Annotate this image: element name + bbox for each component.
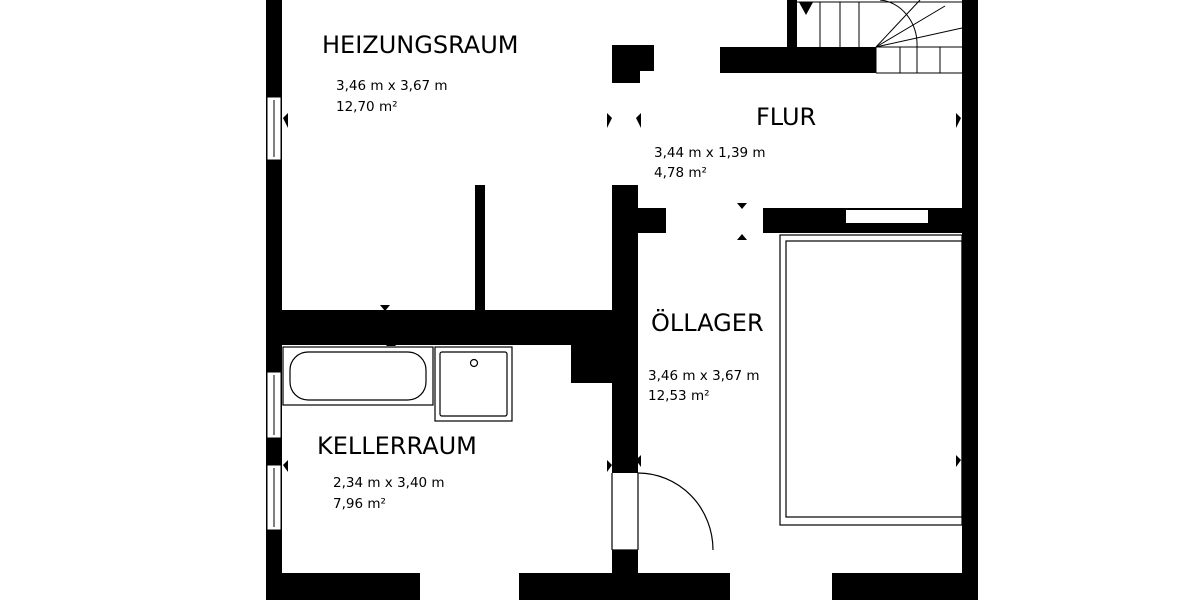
windows: [266, 96, 928, 600]
window-flur: [846, 210, 928, 223]
wall-right-outer: [962, 0, 978, 600]
wall-stair-vertical: [787, 0, 797, 48]
wall-stair-horizontal: [720, 47, 876, 73]
wall-partition-thin: [475, 185, 485, 311]
room-dimensions-oellager: 3,46 m x 3,67 m: [648, 368, 760, 384]
room-dimensions-kellerraum: 2,34 m x 3,40 m: [333, 475, 445, 491]
wall-bottom-1: [282, 573, 420, 600]
wall-flur-bump: [638, 208, 666, 233]
window-bottom: [730, 574, 832, 600]
wall-block: [571, 345, 612, 383]
room-name-heizungsraum: HEIZUNGSRAUM: [322, 31, 519, 59]
room-dimensions-flur: 3,44 m x 1,39 m: [654, 145, 766, 161]
wall-bottom-3: [832, 573, 962, 600]
room-name-oellager: ÖLLAGER: [651, 309, 764, 337]
wall-central-upper: [612, 185, 638, 473]
door-swing: [611, 472, 714, 551]
room-area-heizungsraum: 12,70 m²: [336, 99, 398, 115]
room-area-flur: 4,78 m²: [654, 165, 707, 181]
oil-tank: [779, 234, 963, 526]
room-area-kellerraum: 7,96 m²: [333, 496, 386, 512]
chimney-side: [640, 45, 654, 71]
bathtub: [282, 346, 434, 406]
shower: [434, 346, 513, 422]
wall-bottom-2: [519, 573, 730, 600]
wall-horizontal-middle: [282, 310, 612, 345]
room-name-flur: FLUR: [756, 103, 817, 131]
dimension-markers: [283, 113, 961, 472]
room-dimensions-heizungsraum: 3,46 m x 3,67 m: [336, 78, 448, 94]
room-area-oellager: 12,53 m²: [648, 388, 710, 404]
room-name-kellerraum: KELLERRAUM: [317, 432, 477, 460]
staircase: [797, 0, 963, 74]
chimney: [612, 45, 640, 83]
